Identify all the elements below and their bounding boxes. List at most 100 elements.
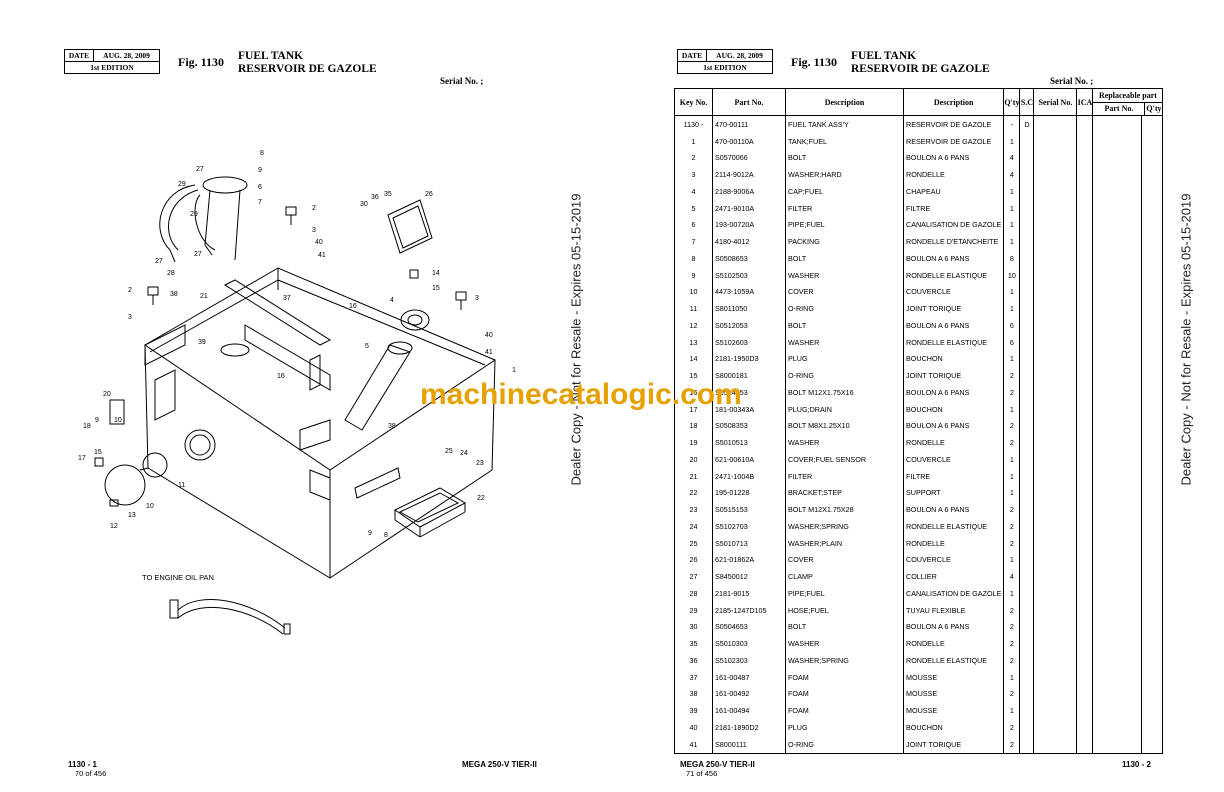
cell-qty: 2	[1003, 384, 1021, 401]
callout: 3	[475, 295, 479, 302]
fuel-tank-exploded-diagram: 8 9 27 6 29 7 29 2 36 35 26 30 3 40 27 4…	[78, 150, 516, 635]
cell-serial-no	[1033, 149, 1078, 167]
cell-part-no: 2114-9012A	[712, 166, 786, 183]
callout: 30	[360, 201, 368, 208]
cell-description-fr: RESERVOIR DE GAZOLE	[902, 132, 1005, 150]
cell-rp-qty	[1141, 652, 1164, 669]
cell-sc: D	[1019, 115, 1035, 133]
cell-ica	[1076, 266, 1094, 284]
cell-rp-qty	[1141, 501, 1164, 518]
cell-key-no: 6	[674, 216, 713, 234]
callout: 21	[200, 293, 208, 300]
cell-rp-qty	[1141, 434, 1164, 451]
cell-part-no: S5102703	[712, 518, 786, 535]
cell-serial-no	[1033, 233, 1078, 250]
cell-description-fr: COUVERCLE	[902, 283, 1005, 301]
cell-ica	[1076, 685, 1094, 703]
cell-rp-qty	[1141, 702, 1164, 719]
cell-qty: 2	[1003, 735, 1021, 754]
cell-sc	[1019, 685, 1035, 703]
cell-key-no: 24	[674, 518, 713, 535]
cell-qty: 2	[1003, 601, 1021, 619]
right-title: FUEL TANK RESERVOIR DE GAZOLE	[851, 50, 990, 76]
cell-rp-part-no	[1092, 266, 1143, 284]
callout: 24	[460, 450, 468, 457]
cell-serial-no	[1033, 601, 1078, 619]
cell-description-en: BRACKET;STEP	[785, 484, 904, 502]
cell-sc	[1019, 149, 1035, 167]
cell-serial-no	[1033, 652, 1078, 669]
cell-key-no: 25	[674, 534, 713, 552]
cell-description-fr: BOULON A 6 PANS	[902, 618, 1005, 636]
cell-sc	[1019, 618, 1035, 636]
cell-description-en: PIPE;FUEL	[785, 216, 904, 234]
cell-serial-no	[1033, 300, 1078, 317]
left-title-fr: RESERVOIR DE GAZOLE	[238, 63, 377, 75]
cell-qty: 1	[1003, 400, 1021, 418]
callout: 7	[258, 199, 262, 206]
cell-rp-part-no	[1092, 183, 1143, 200]
cell-rp-qty	[1141, 166, 1164, 183]
left-title-en: FUEL TANK	[238, 50, 304, 62]
cell-key-no: 22	[674, 484, 713, 502]
cell-part-no: 2188-9006A	[712, 183, 786, 200]
cell-rp-qty	[1141, 467, 1164, 485]
cell-part-no: S0508653	[712, 250, 786, 267]
cell-qty: 6	[1003, 317, 1021, 334]
cell-key-no: 2	[674, 149, 713, 167]
cell-sc	[1019, 132, 1035, 150]
header-replaceable-title: Replaceable part	[1093, 90, 1162, 103]
cell-description-en: O-RING	[785, 735, 904, 754]
cell-serial-no	[1033, 166, 1078, 183]
cell-sc	[1019, 702, 1035, 719]
cell-part-no: S8011050	[712, 300, 786, 317]
cell-part-no: 2471-9010A	[712, 199, 786, 217]
cell-description-fr: SUPPORT	[902, 484, 1005, 502]
cell-sc	[1019, 300, 1035, 317]
left-serial-label: Serial No. ;	[440, 76, 484, 86]
cell-key-no: 4	[674, 183, 713, 200]
step-bracket-22	[394, 487, 467, 538]
cell-description-en: HOSE;FUEL	[785, 601, 904, 619]
cell-part-no: S5102603	[712, 333, 786, 351]
callout: 18	[83, 423, 91, 430]
header-ica: ICA	[1076, 88, 1094, 116]
cell-ica	[1076, 166, 1094, 183]
cell-serial-no	[1033, 115, 1078, 133]
cell-description-fr: CANALISATION DE GAZOLE	[902, 585, 1005, 602]
cell-part-no: 161-00487	[712, 668, 786, 686]
cell-qty: 2	[1003, 434, 1021, 451]
cell-rp-qty	[1141, 518, 1164, 535]
callout: 11	[178, 482, 185, 489]
cell-description-fr: BOULON A 6 PANS	[902, 149, 1005, 167]
cell-ica	[1076, 183, 1094, 200]
callout: 40	[485, 332, 493, 339]
cell-ica	[1076, 317, 1094, 334]
cell-rp-qty	[1141, 685, 1164, 703]
cell-rp-part-no	[1092, 635, 1143, 652]
callout: 10	[146, 503, 154, 510]
cell-description-fr: JOINT TORIQUE	[902, 735, 1005, 754]
cell-qty: 4	[1003, 568, 1021, 585]
cell-rp-qty	[1141, 417, 1164, 435]
callout: 36	[371, 194, 379, 201]
cell-rp-qty	[1141, 400, 1164, 418]
cell-description-fr: RONDELLE	[902, 166, 1005, 183]
cell-rp-qty	[1141, 668, 1164, 686]
cell-sc	[1019, 434, 1035, 451]
cell-rp-qty	[1141, 233, 1164, 250]
cell-sc	[1019, 400, 1035, 418]
cell-rp-part-no	[1092, 534, 1143, 552]
cell-description-en: O-RING	[785, 300, 904, 317]
cell-key-no: 12	[674, 317, 713, 334]
cell-rp-part-no	[1092, 601, 1143, 619]
cell-key-no: 3	[674, 166, 713, 183]
